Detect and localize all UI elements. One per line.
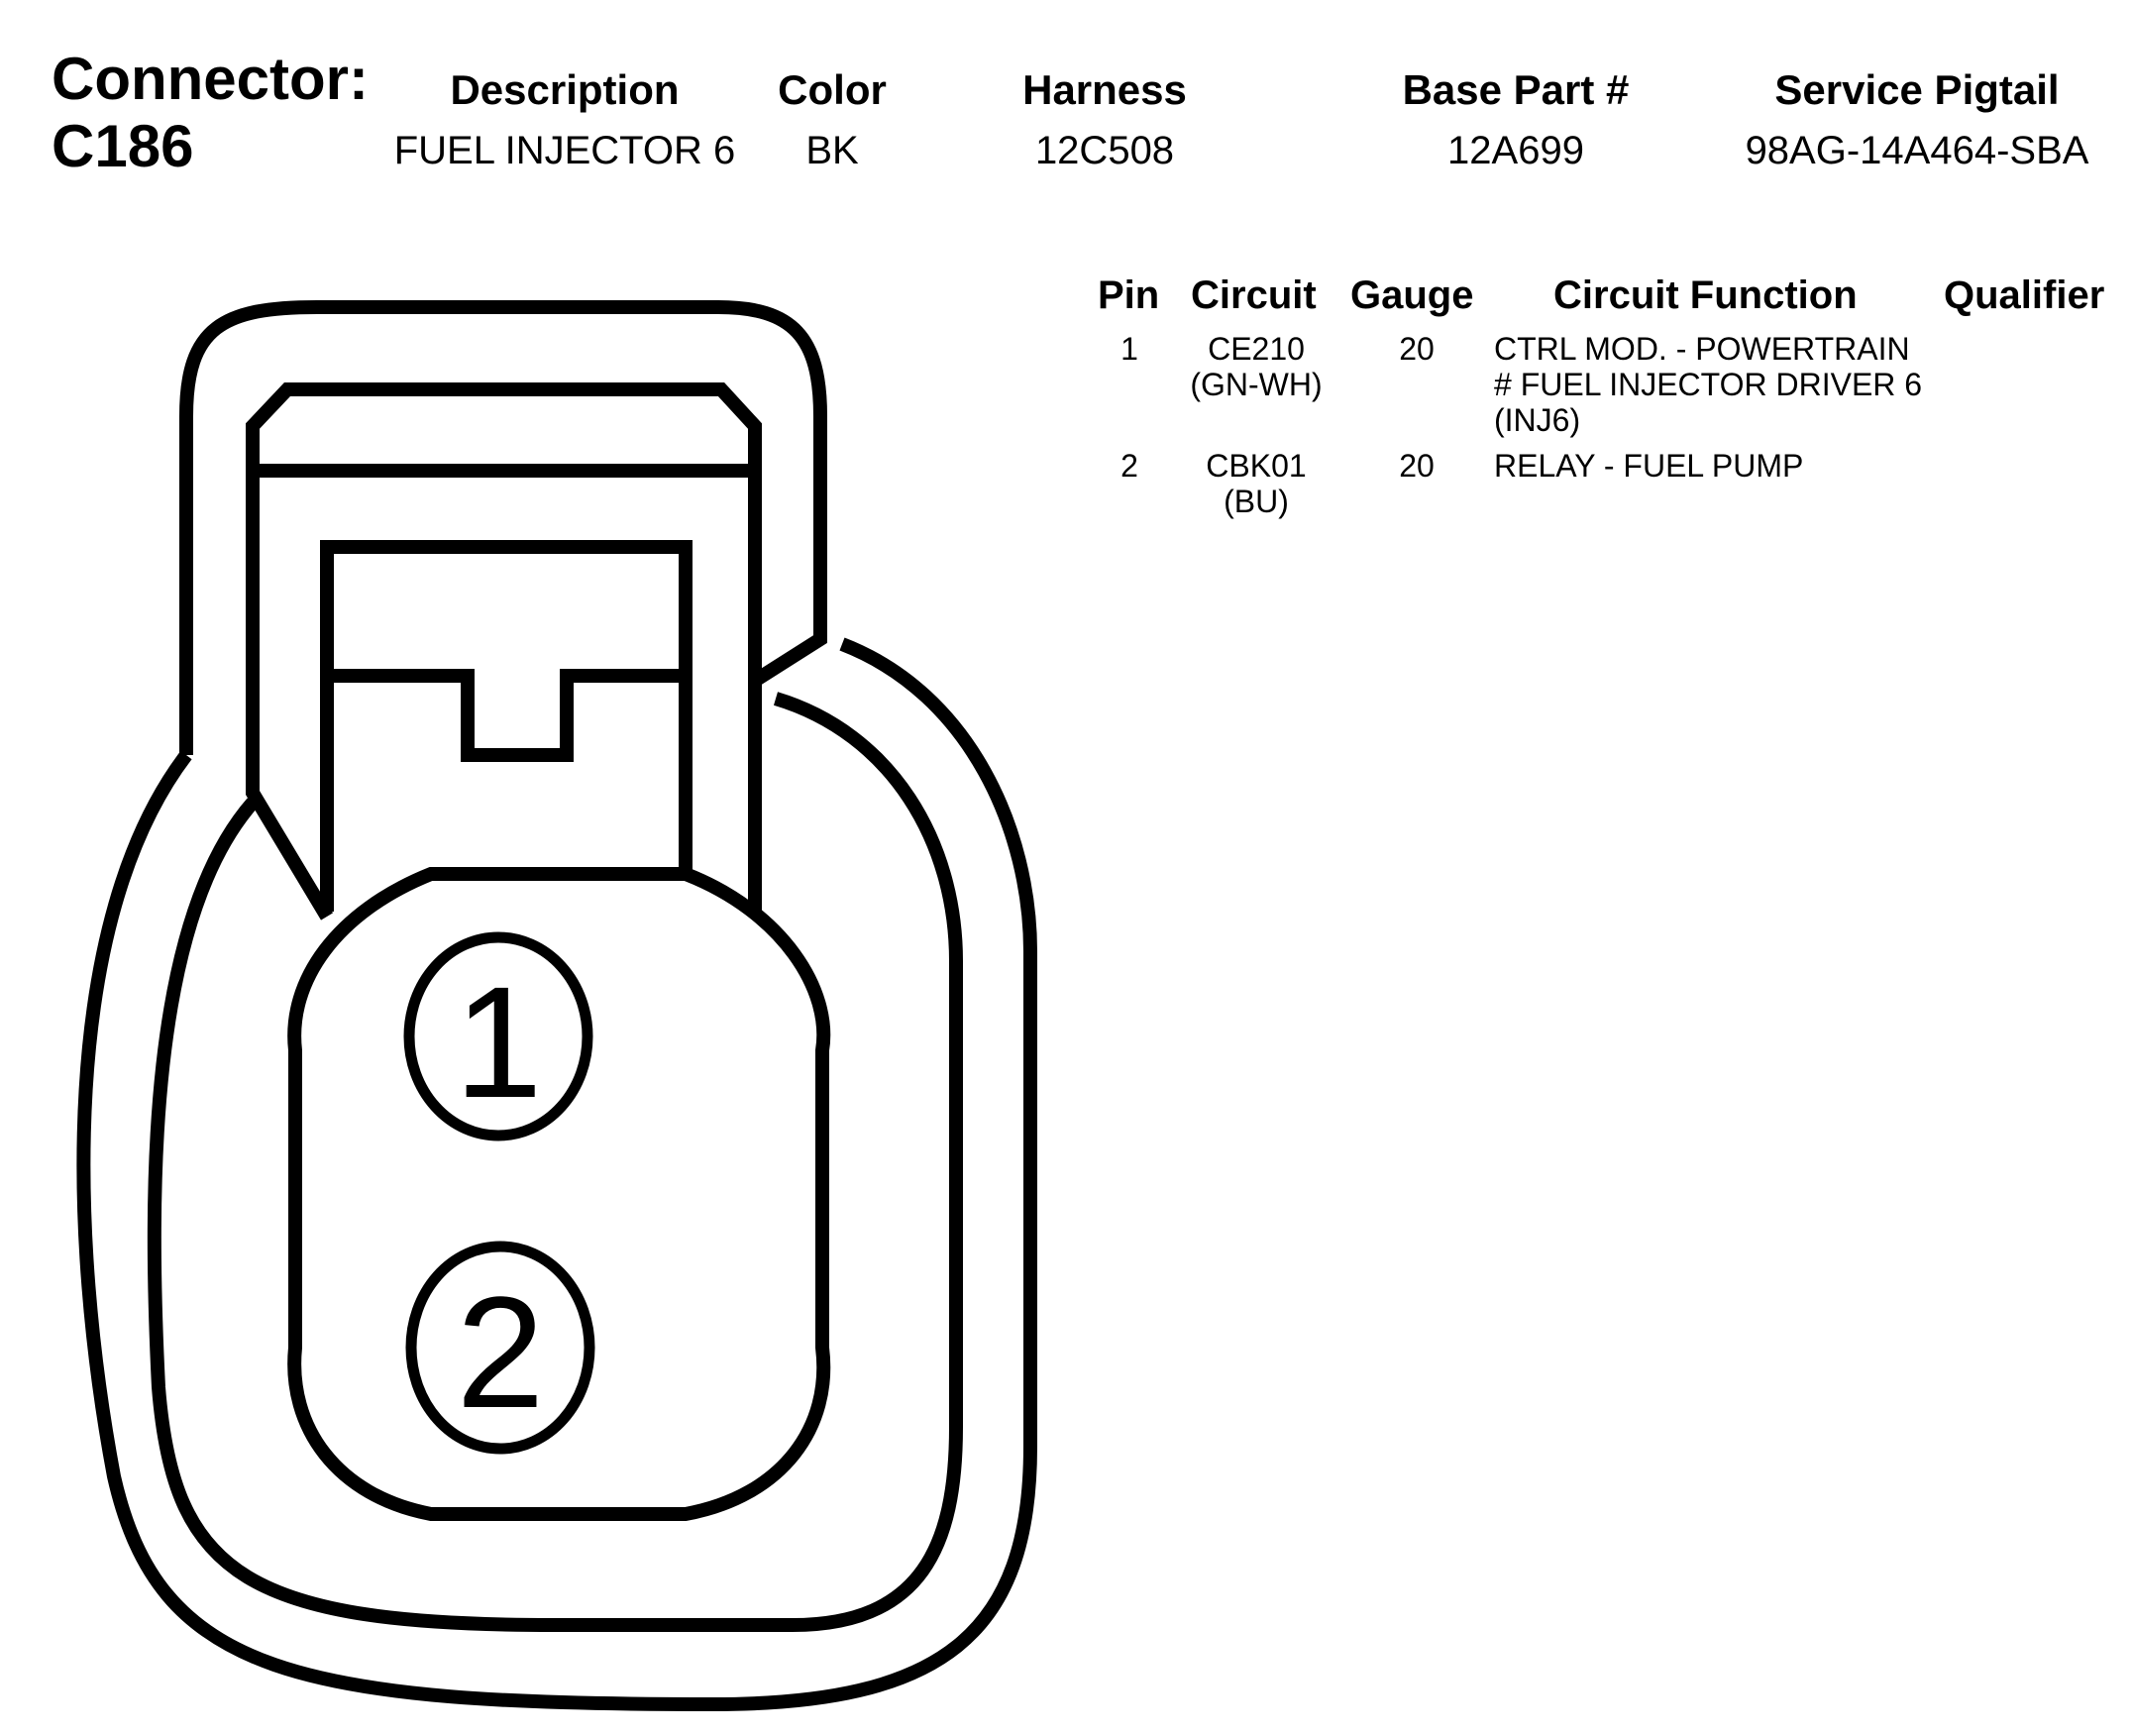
connector-outer-housing — [76, 637, 1037, 1712]
pin-2-circle — [405, 1241, 595, 1455]
connector-label: Connector: — [52, 46, 369, 112]
harness-label: Harness — [1022, 66, 1187, 113]
connector-key — [320, 540, 693, 912]
header-color: Color BK — [753, 66, 911, 172]
table-row-2-pin: 2 — [1120, 448, 1138, 484]
color-value: BK — [805, 129, 859, 172]
header-harness: Harness 12C508 — [971, 66, 1238, 172]
header-service-pigtail: Service Pigtail 98AG-14A464-SBA — [1724, 66, 2110, 172]
header-base-part: Base Part # 12A699 — [1367, 66, 1664, 172]
connector-latch-frame — [246, 382, 762, 921]
function-line: # FUEL INJECTOR DRIVER 6 — [1494, 367, 1923, 402]
col-header-gauge: Gauge — [1350, 273, 1474, 317]
connector-latch-outline — [179, 300, 827, 755]
pin-2-label: 2 — [457, 1263, 545, 1441]
service-pigtail-label: Service Pigtail — [1774, 66, 2060, 113]
connector-inner-housing — [147, 692, 963, 1632]
circuit-code: CBK01 — [1206, 448, 1307, 484]
connector-terminal-cavity — [287, 867, 831, 1521]
function-line: CTRL MOD. - POWERTRAIN — [1494, 331, 1910, 367]
base-part-value: 12A699 — [1447, 129, 1584, 172]
description-value: FUEL INJECTOR 6 — [393, 129, 736, 172]
col-header-circuit: Circuit — [1191, 273, 1317, 317]
description-label: Description — [450, 66, 680, 113]
service-pigtail-value: 98AG-14A464-SBA — [1745, 129, 2089, 172]
table-row-1-function: CTRL MOD. - POWERTRAIN # FUEL INJECTOR D… — [1494, 331, 1922, 438]
circuit-code: CE210 — [1208, 331, 1305, 367]
function-line: (INJ6) — [1494, 402, 1581, 438]
circuit-color: (BU) — [1224, 484, 1289, 519]
function-line: RELAY - FUEL PUMP — [1494, 448, 1804, 484]
base-part-label: Base Part # — [1402, 66, 1630, 113]
table-row-1-gauge: 20 — [1399, 331, 1435, 367]
harness-value: 12C508 — [1034, 129, 1175, 172]
table-row-2-circuit: CBK01 (BU) — [1167, 448, 1345, 519]
color-label: Color — [778, 66, 887, 113]
circuit-color: (GN-WH) — [1190, 367, 1323, 402]
connector-id: C186 — [52, 113, 194, 179]
col-header-pin: Pin — [1098, 273, 1160, 317]
table-row-1-circuit: CE210 (GN-WH) — [1167, 331, 1345, 402]
table-row-1-pin: 1 — [1120, 331, 1138, 367]
pin-1-circle — [403, 931, 593, 1141]
col-header-circuit-function: Circuit Function — [1553, 273, 1858, 317]
table-row-2-gauge: 20 — [1399, 448, 1435, 484]
pin-1-label: 1 — [455, 953, 543, 1131]
table-row-2-function: RELAY - FUEL PUMP — [1494, 448, 1803, 484]
header-description: Description FUEL INJECTOR 6 — [362, 66, 768, 172]
col-header-qualifier: Qualifier — [1944, 273, 2105, 317]
